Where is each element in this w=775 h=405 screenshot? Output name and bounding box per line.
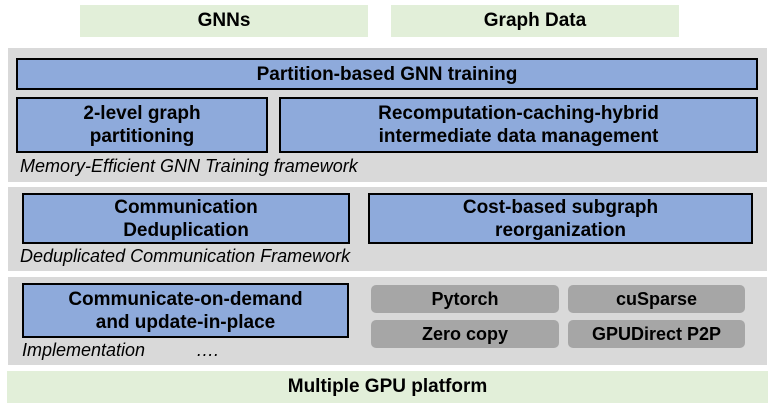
implementation-ellipsis: ….	[196, 340, 220, 360]
graph-data-box: Graph Data	[391, 5, 679, 37]
lib-pytorch-label: Pytorch	[431, 288, 499, 309]
subgraph-reorg-line2: reorganization	[495, 219, 626, 241]
partition-training-box: Partition-based GNN training	[16, 58, 758, 90]
lib-gpudirect: GPUDirect P2P	[568, 320, 745, 348]
gpu-platform-label: Multiple GPU platform	[287, 376, 488, 397]
partition-training-label: Partition-based GNN training	[256, 63, 518, 85]
gnns-label: GNNs	[197, 10, 251, 31]
graph-partitioning-line1: 2-level graph	[83, 103, 201, 124]
implementation-caption: Implementation	[22, 340, 146, 360]
comm-dedup-line2: Deduplication	[123, 219, 249, 241]
gpu-platform-box: Multiple GPU platform	[7, 371, 768, 403]
gnns-box: GNNs	[80, 5, 368, 37]
comm-on-demand-line2: and update-in-place	[95, 311, 276, 333]
lib-cusparse: cuSparse	[568, 285, 745, 313]
comm-dedup-line1: Communication	[114, 196, 258, 218]
lib-zero-copy: Zero copy	[371, 320, 559, 348]
graph-partitioning-box: 2-level graph partitioning	[16, 97, 268, 153]
subgraph-reorg-box: Cost-based subgraph reorganization	[368, 193, 753, 244]
comm-on-demand-line1: Communicate-on-demand	[68, 288, 303, 310]
lib-gpudirect-label: GPUDirect P2P	[591, 323, 722, 344]
graph-partitioning-line2: partitioning	[89, 126, 195, 147]
data-management-line1: Recomputation-caching-hybrid	[378, 103, 659, 124]
lib-pytorch: Pytorch	[371, 285, 559, 313]
comm-dedup-box: Communication Deduplication	[22, 193, 350, 244]
subgraph-reorg-line1: Cost-based subgraph	[462, 196, 659, 218]
graph-data-label: Graph Data	[483, 10, 587, 31]
lib-cusparse-label: cuSparse	[615, 288, 698, 309]
memory-efficient-caption: Memory-Efficient GNN Training framework	[20, 156, 358, 176]
data-management-box: Recomputation-caching-hybrid intermediat…	[279, 97, 758, 153]
dedup-comm-caption: Deduplicated Communication Framework	[20, 246, 351, 266]
data-management-line2: intermediate data management	[378, 126, 659, 147]
lib-zero-copy-label: Zero copy	[421, 323, 509, 344]
comm-on-demand-box: Communicate-on-demand and update-in-plac…	[22, 283, 349, 338]
